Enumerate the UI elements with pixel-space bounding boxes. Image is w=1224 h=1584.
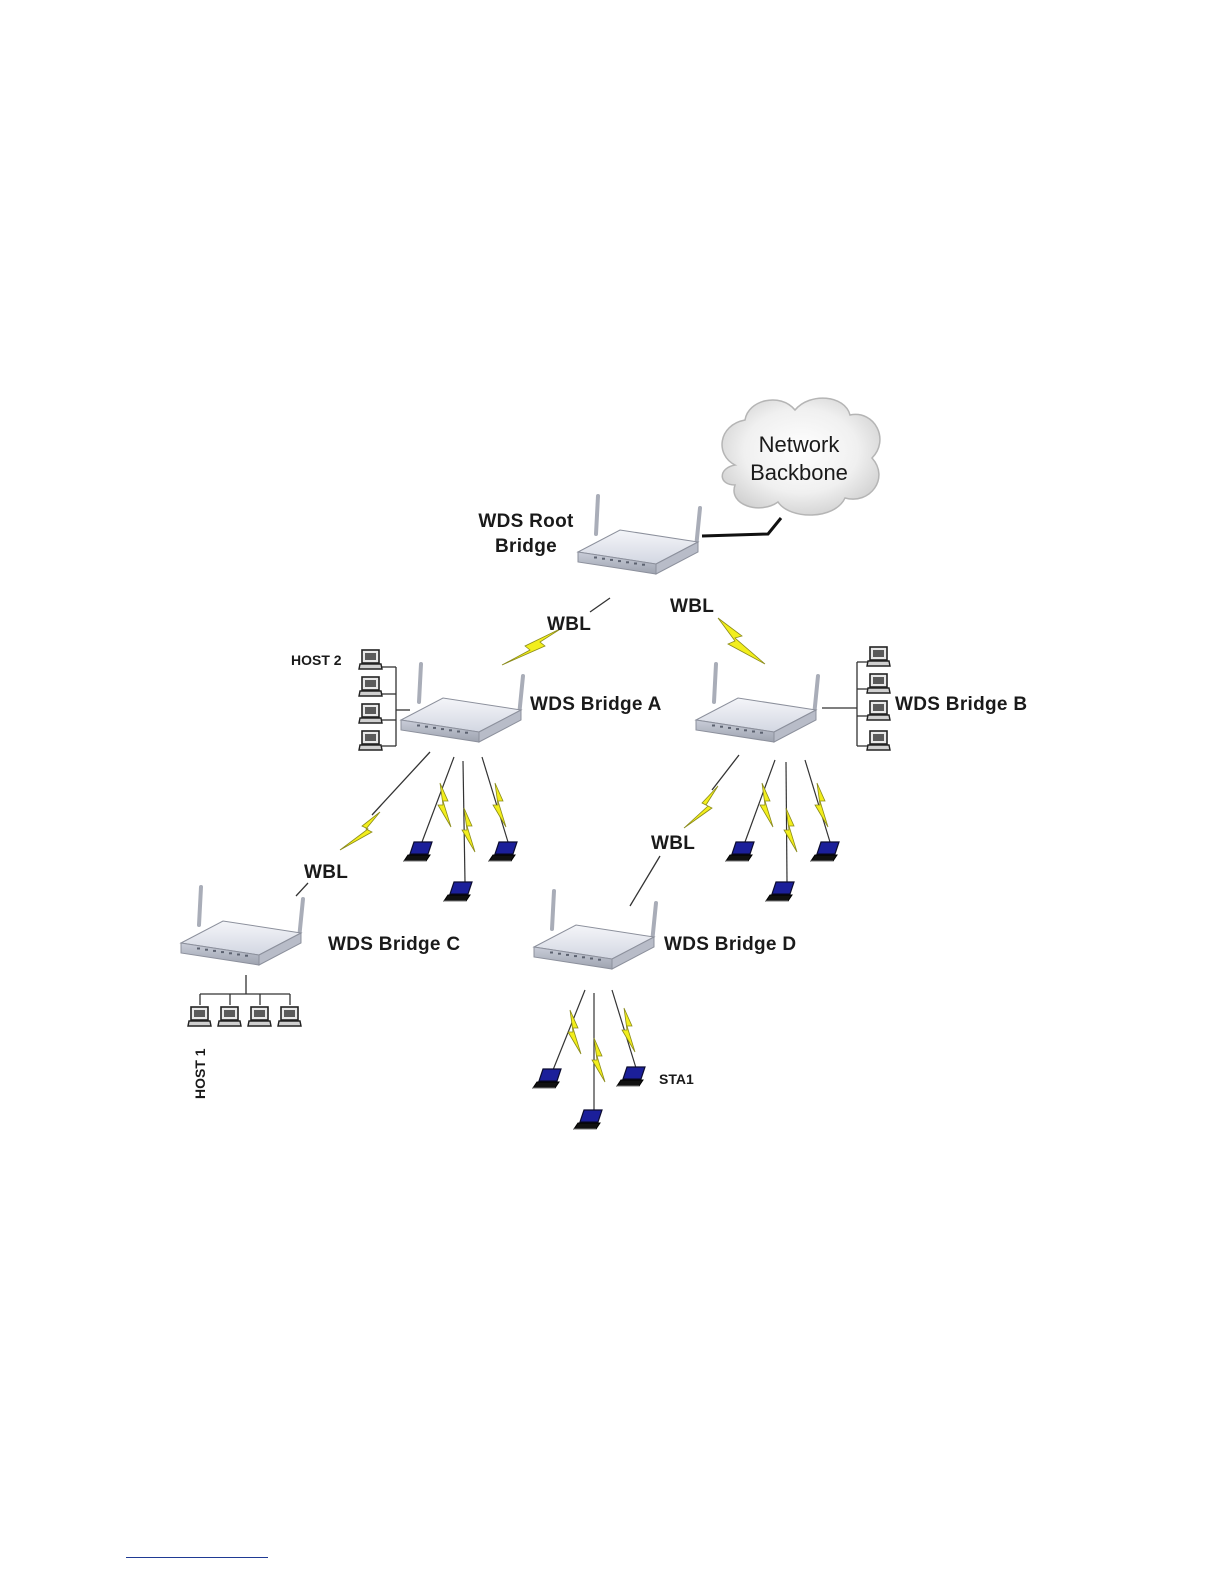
footnote-separator (126, 1557, 268, 1558)
host1-group: HOST 1 (188, 975, 301, 1099)
laptop-icon (766, 882, 794, 901)
laptop-icon (617, 1067, 645, 1086)
desktop-icon (867, 731, 890, 750)
desktop-icon (359, 704, 382, 723)
desktop-icon (867, 674, 890, 693)
cloud-label-line2: Backbone (750, 460, 848, 485)
root-bridge-label-line2: Bridge (495, 536, 557, 557)
bridge-b-label: WDS Bridge B (895, 694, 1027, 715)
wds-bridge-d-router-icon (534, 891, 656, 969)
laptop-icon (726, 842, 754, 861)
desktop-icon (359, 677, 382, 696)
desktop-icon (218, 1007, 241, 1026)
laptop-icon (444, 882, 472, 901)
desktop-icon (248, 1007, 271, 1026)
wds-root-bridge-router-icon (578, 496, 700, 574)
bridge-d-label: WDS Bridge D (664, 934, 796, 955)
wbl-link-root-b (718, 618, 765, 664)
laptop-icon (404, 842, 432, 861)
desktop-icon (278, 1007, 301, 1026)
host2-label: HOST 2 (291, 652, 342, 668)
root-bridge-label-line1: WDS Root (478, 511, 574, 532)
network-backbone-cloud: Network Backbone (722, 398, 880, 515)
wbl-label-a-c: WBL (304, 862, 348, 883)
backbone-cable (702, 518, 781, 536)
wireless-signal-icon (493, 783, 506, 827)
bridge-c-label: WDS Bridge C (328, 934, 460, 955)
desktop-icon (188, 1007, 211, 1026)
wds-bridge-c-router-icon (181, 887, 303, 965)
wds-bridge-a-router-icon (401, 664, 523, 742)
wbl-label-b-d: WBL (651, 833, 695, 854)
laptop-icon (533, 1069, 561, 1088)
host2-group: HOST 2 (291, 650, 410, 750)
bridge-d-wireless-clients: STA1 (533, 990, 694, 1129)
bridge-a-wireless-clients (404, 757, 517, 901)
laptop-icon (489, 842, 517, 861)
bridge-b-wireless-clients (726, 760, 839, 901)
laptop-icon (574, 1110, 602, 1129)
wbl-label-root-b: WBL (670, 596, 714, 617)
desktop-icon (867, 701, 890, 720)
host1-label: HOST 1 (192, 1048, 208, 1099)
bridge-a-label: WDS Bridge A (530, 694, 662, 715)
bridge-b-hosts-group (822, 647, 890, 750)
sta1-label: STA1 (659, 1071, 694, 1087)
laptop-icon (811, 842, 839, 861)
desktop-icon (359, 650, 382, 669)
wbl-label-root-a: WBL (547, 614, 591, 635)
wbl-link-b-d (630, 755, 739, 906)
desktop-icon (359, 731, 382, 750)
wds-bridge-b-router-icon (696, 664, 818, 742)
wireless-signal-icon (760, 783, 773, 827)
desktop-icon (867, 647, 890, 666)
wireless-signal-icon (815, 783, 828, 827)
wireless-signal-icon (438, 783, 451, 827)
cloud-label-line1: Network (759, 432, 841, 457)
